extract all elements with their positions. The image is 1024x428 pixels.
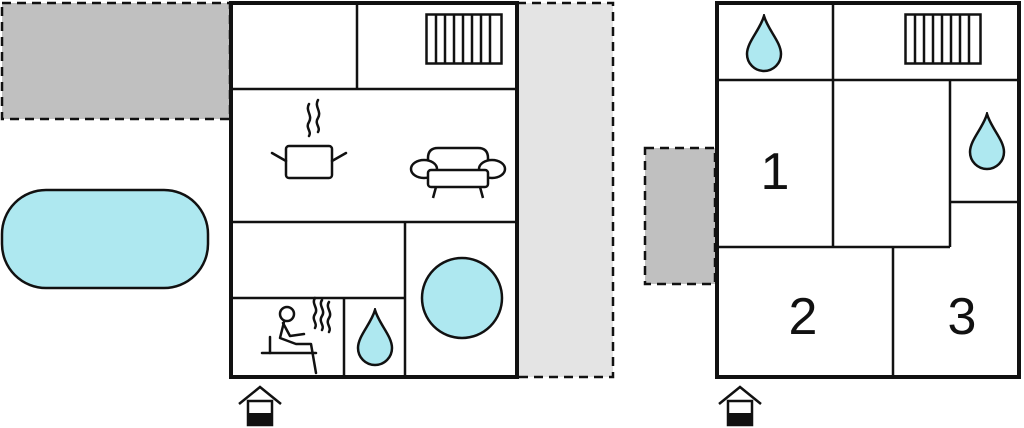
bedroom-label: 1 xyxy=(761,143,790,201)
bedroom-label: 2 xyxy=(789,288,818,346)
sofa-icon xyxy=(409,146,507,199)
cooking-pot-icon xyxy=(270,98,348,180)
upper-floor-plan: 1 2 3 xyxy=(643,1,1021,427)
entrance-icon xyxy=(717,385,763,427)
balcony xyxy=(643,146,717,286)
entrance-icon xyxy=(237,385,283,427)
swimming-pool xyxy=(0,188,210,290)
bedroom-label: 3 xyxy=(948,288,977,346)
sauna-icon xyxy=(260,296,332,375)
upper-floor-walls xyxy=(717,3,1019,377)
ground-floor-plan xyxy=(0,1,615,427)
whirlpool-icon xyxy=(420,256,504,340)
terrace-dark xyxy=(0,1,232,121)
ground-floor-walls xyxy=(231,3,517,377)
terrace-light xyxy=(515,1,615,379)
